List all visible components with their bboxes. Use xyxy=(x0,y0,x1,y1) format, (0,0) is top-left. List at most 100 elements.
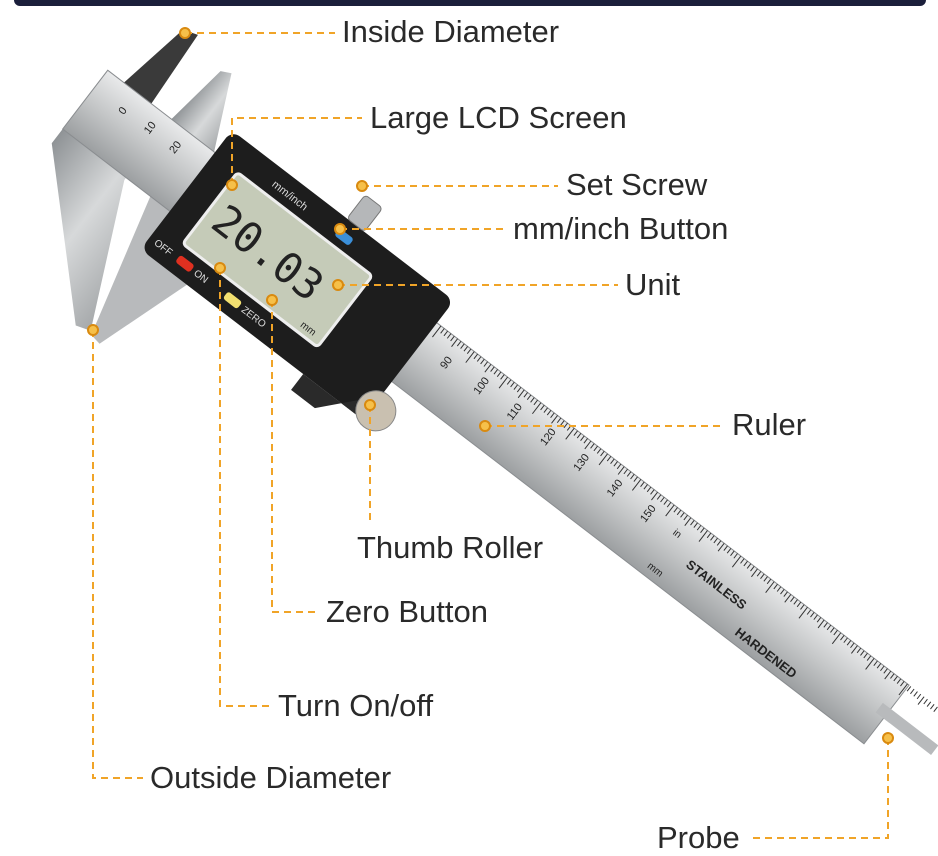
ruler-tick xyxy=(883,668,888,674)
ruler-tick xyxy=(651,491,658,501)
ruler-tick xyxy=(873,660,878,666)
ruler-tick xyxy=(826,624,832,631)
ruler-tick xyxy=(784,594,792,603)
ruler-tick xyxy=(543,407,548,413)
ruler-tick xyxy=(690,519,695,526)
ruler-tick xyxy=(776,586,782,592)
ruler-tick xyxy=(546,410,552,416)
ruler-tick xyxy=(680,512,685,518)
ruler-tick xyxy=(556,417,562,424)
ruler-tick xyxy=(456,340,462,347)
ruler-tick xyxy=(713,537,718,544)
label-ruler: Ruler xyxy=(732,407,807,442)
leader-dot xyxy=(214,262,226,274)
ruler-tick xyxy=(846,640,852,646)
ruler-tick xyxy=(551,415,558,424)
ruler-tick xyxy=(580,435,585,441)
ruler-tick xyxy=(656,494,662,500)
leader-dot xyxy=(364,399,376,411)
leader-dot xyxy=(356,180,368,192)
ruler-tick xyxy=(917,696,925,705)
ruler-tick xyxy=(630,473,635,480)
ruler-tick xyxy=(813,614,818,620)
top-scale-number: 10 xyxy=(142,120,159,137)
leader-dot xyxy=(87,324,99,336)
ruler-tick xyxy=(876,663,882,669)
ruler-tick xyxy=(633,476,638,482)
ruler-tick xyxy=(590,443,595,449)
label-probe: Probe xyxy=(657,820,740,855)
ruler-tick xyxy=(476,356,482,362)
top-bar xyxy=(14,0,926,6)
ruler-tick xyxy=(884,670,892,680)
label-set-screw: Set Screw xyxy=(566,167,708,202)
label-turn-on-off: Turn On/off xyxy=(278,688,434,723)
ruler-tick xyxy=(880,665,885,672)
leader-dot xyxy=(266,294,278,306)
ruler-tick xyxy=(766,578,772,585)
ruler-tick xyxy=(913,691,918,697)
ruler-tick xyxy=(432,325,442,338)
inside-jaw-fixed xyxy=(122,29,198,106)
ruler-tick xyxy=(673,507,678,513)
ruler-tick xyxy=(926,701,932,707)
ruler-tick xyxy=(451,338,459,347)
ruler-tick xyxy=(746,563,752,569)
ruler-tick xyxy=(533,399,538,406)
ruler-tick xyxy=(856,647,862,654)
ruler-tick xyxy=(863,652,868,659)
ruler-tick xyxy=(910,688,915,695)
ruler-tick xyxy=(666,502,672,508)
ruler-tick xyxy=(773,583,778,590)
leader-dot xyxy=(332,279,344,291)
ruler-tick xyxy=(496,371,502,378)
ruler-tick xyxy=(730,550,735,557)
ruler-tick xyxy=(706,532,712,539)
power-button[interactable] xyxy=(175,255,195,273)
ruler-tick xyxy=(473,353,479,360)
ruler-tick xyxy=(916,693,922,700)
ruler-tick xyxy=(513,384,518,390)
ruler-tick xyxy=(600,450,605,457)
leader-dot xyxy=(334,223,346,235)
ruler-tick xyxy=(796,601,802,608)
ruler-tick xyxy=(763,576,768,582)
ruler-tick xyxy=(833,629,838,636)
ruler-tick xyxy=(530,397,535,403)
ruler-tick xyxy=(593,445,598,452)
label-thumb-roller: Thumb Roller xyxy=(357,530,544,565)
set-screw[interactable] xyxy=(347,195,383,232)
ruler-tick xyxy=(684,517,692,526)
ruler-tick xyxy=(676,509,682,516)
ruler-tick xyxy=(683,514,688,521)
ruler-tick xyxy=(693,522,698,528)
lcd-screen xyxy=(182,172,373,348)
ruler-tick xyxy=(733,553,738,559)
ruler-tick xyxy=(830,627,835,633)
ruler-tick xyxy=(646,486,652,493)
ruler-tick xyxy=(750,565,755,572)
ruler-tick xyxy=(751,568,758,578)
ruler-tick xyxy=(783,591,788,597)
label-mm-inch-button: mm/inch Button xyxy=(513,211,729,246)
ruler-tick xyxy=(900,681,905,687)
ruler-tick xyxy=(643,484,648,490)
ruler-tick xyxy=(700,527,705,533)
zero-button[interactable] xyxy=(223,291,243,309)
ruler-tick xyxy=(617,466,625,475)
leader-dot xyxy=(179,27,191,39)
inside-jaw-moving xyxy=(169,71,232,155)
label-unit: Unit xyxy=(625,267,681,302)
ruler-tick xyxy=(606,456,612,462)
top-scale-number: 20 xyxy=(167,139,184,156)
ruler-tick xyxy=(793,599,798,605)
leader-dot xyxy=(882,732,894,744)
ruler-tick xyxy=(560,420,565,426)
ruler-tick xyxy=(550,412,555,418)
label-inside-diameter: Inside Diameter xyxy=(342,14,560,49)
ruler-tick xyxy=(665,504,675,517)
ruler-tick xyxy=(440,328,445,334)
ruler-tick xyxy=(731,555,742,568)
ruler-tick xyxy=(696,525,702,531)
